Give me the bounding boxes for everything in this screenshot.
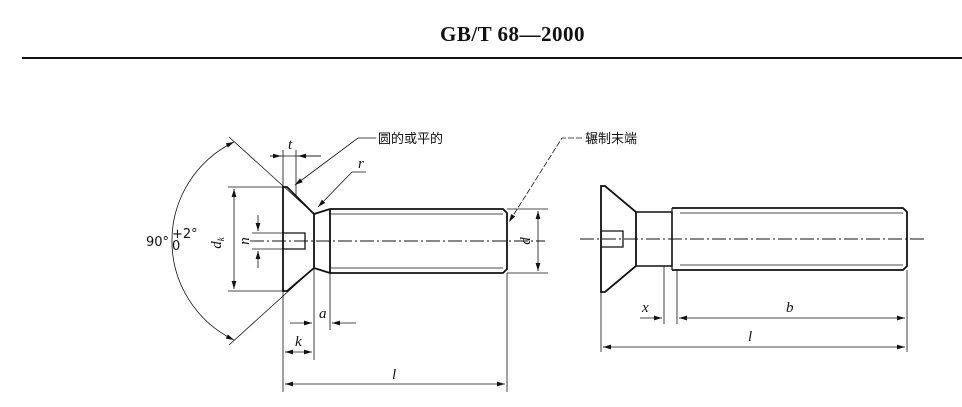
label-dk: dk <box>209 236 226 249</box>
slot-right <box>601 230 624 248</box>
svg-text:90°: 90° <box>146 235 169 250</box>
slot-left <box>283 232 306 250</box>
callout-round-or-flat: 圆的或平的 <box>378 131 443 147</box>
svg-text:0: 0 <box>172 239 180 254</box>
angle-arc <box>171 141 235 341</box>
left-view <box>171 136 582 392</box>
label-t: t <box>288 137 293 153</box>
callout-rolled-end: 辗制末端 <box>585 131 637 147</box>
leader-rolled-end <box>508 137 582 223</box>
right-view <box>580 185 925 352</box>
label-n: n <box>237 237 253 245</box>
label-r: r <box>358 156 364 172</box>
shank-left <box>330 208 508 274</box>
label-l: l <box>392 367 396 383</box>
label-d: d <box>518 237 534 245</box>
label-a: a <box>319 306 327 322</box>
label-b: b <box>786 300 794 316</box>
shank-right <box>672 207 908 271</box>
standard-number: GB/T 68—2000 <box>440 22 586 46</box>
leader-r <box>317 171 366 208</box>
header-rule <box>22 57 962 59</box>
angle-label: 90° +2° 0 <box>146 227 198 254</box>
screw-head-left <box>282 186 315 292</box>
label-k: k <box>295 334 302 350</box>
svg-text:+2°: +2° <box>172 227 198 242</box>
label-x: x <box>641 300 649 316</box>
leader-round-flat <box>294 137 376 186</box>
label-l2: l <box>748 329 752 345</box>
